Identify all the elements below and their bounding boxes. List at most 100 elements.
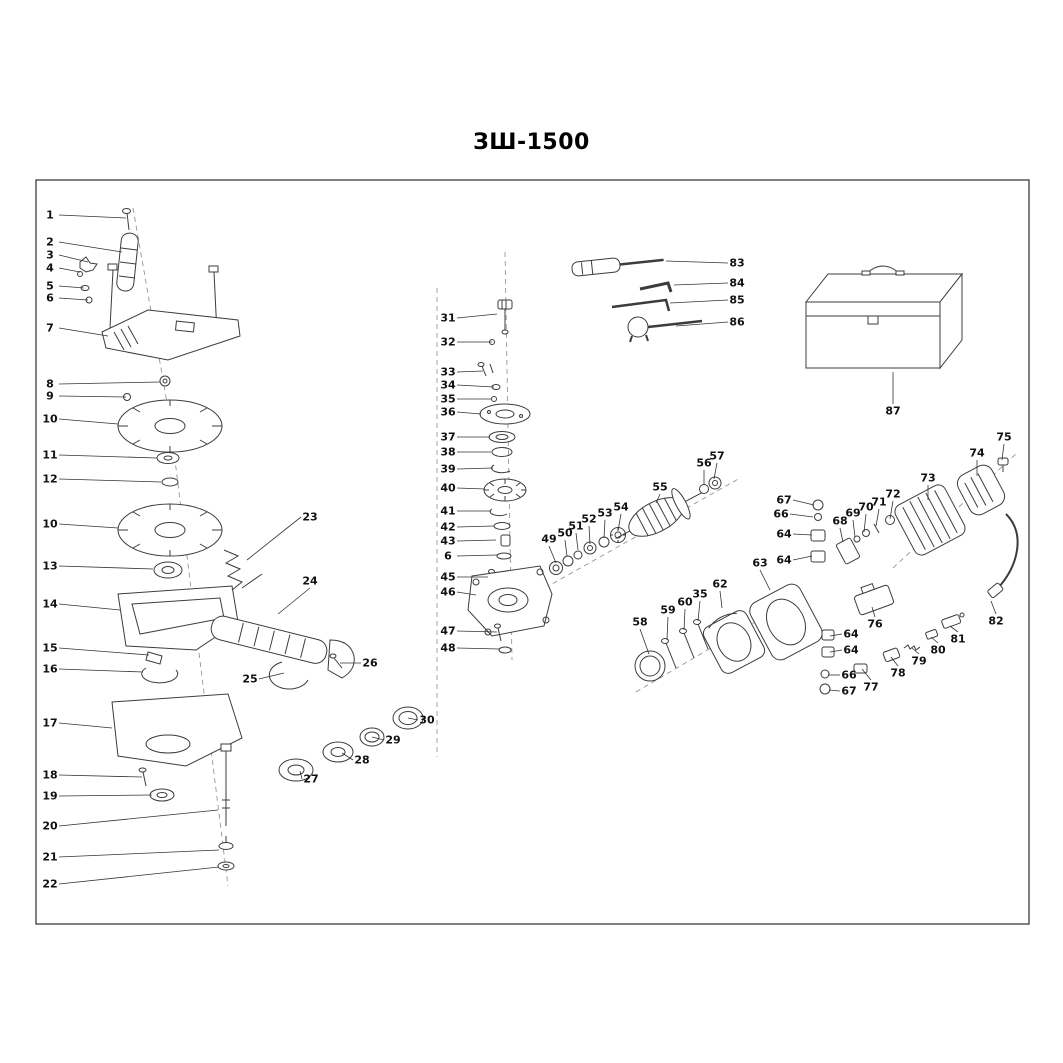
- part-callout: 84: [673, 277, 745, 290]
- part-callout: 34: [440, 379, 495, 392]
- part-number: 69: [845, 507, 860, 520]
- part-callout: 63: [752, 557, 771, 591]
- part-callout: 41: [440, 505, 491, 518]
- part-callout: 15: [42, 642, 150, 656]
- leader-line: [548, 545, 557, 564]
- part-callout: 25: [242, 672, 285, 686]
- part-number: 60: [677, 596, 693, 609]
- part-number: 64: [776, 554, 792, 567]
- part-callout: 56: [696, 457, 712, 485]
- part-callout: 79: [911, 647, 927, 668]
- part-callout: 81: [949, 625, 966, 646]
- part-number: 1: [46, 209, 54, 222]
- part-number: 56: [696, 457, 712, 470]
- part-number: 4: [46, 262, 54, 275]
- part-number: 10: [42, 518, 58, 531]
- part-callout: 27: [299, 770, 319, 786]
- part-number: 43: [440, 535, 455, 548]
- screw-1: [126, 212, 130, 231]
- motor-armature-assembly: [549, 476, 722, 575]
- leader-line: [911, 647, 920, 655]
- part-callout: 4: [46, 262, 81, 275]
- leader-line: [456, 630, 498, 633]
- part-callout: 64: [776, 554, 813, 567]
- part-callout: 12: [42, 473, 162, 486]
- part-number: 23: [302, 511, 317, 524]
- part-callout: 66: [828, 669, 857, 682]
- leader-line: [456, 313, 498, 319]
- plug: [987, 582, 1004, 599]
- part-number: 15: [42, 642, 57, 655]
- part-callout: 69: [845, 507, 861, 538]
- part-number: 2: [46, 236, 54, 249]
- leader-line: [829, 649, 843, 653]
- leader-line: [1001, 443, 1005, 461]
- leader-line: [669, 299, 729, 304]
- leader-line: [875, 508, 880, 527]
- part-number: 71: [871, 496, 886, 509]
- leader-line: [655, 493, 661, 504]
- part-number: 13: [42, 560, 57, 573]
- leader-line: [456, 554, 498, 557]
- side-handle: [116, 232, 139, 292]
- leader-line: [371, 736, 385, 741]
- part-number: 81: [950, 633, 965, 646]
- part-callout: 8: [46, 378, 161, 391]
- part-number: 9: [46, 390, 54, 403]
- part-callout: 48: [440, 642, 501, 655]
- part-number: 48: [440, 642, 455, 655]
- bolt-left: [109, 269, 114, 329]
- part-callout: 38: [440, 446, 491, 459]
- leader-line: [258, 672, 285, 680]
- part-number: 27: [303, 773, 318, 786]
- wing-knob: [79, 256, 98, 273]
- leader-line: [456, 370, 484, 373]
- part-callout: 62: [712, 578, 728, 609]
- part-number: 37: [440, 431, 455, 444]
- part-number: 83: [729, 257, 744, 270]
- part-number: 40: [440, 482, 456, 495]
- part-number: 74: [969, 447, 985, 460]
- part-number: 66: [773, 508, 789, 521]
- part-number: 84: [729, 277, 745, 290]
- leader-line: [58, 647, 150, 656]
- part-callout: 35: [440, 393, 492, 406]
- part-callout: 5: [46, 280, 85, 293]
- part-callout: 31: [440, 312, 498, 325]
- part-number: 29: [385, 734, 400, 747]
- part-callout: 58: [632, 616, 650, 655]
- part-number: 62: [712, 578, 727, 591]
- part-number: 82: [988, 615, 1003, 628]
- leader-line: [990, 600, 997, 615]
- part-number: 46: [440, 586, 456, 599]
- part-number: 67: [776, 494, 791, 507]
- case-handle: [865, 265, 901, 275]
- part-number: 5: [46, 280, 54, 293]
- switch: [854, 582, 894, 616]
- part-callout: 6: [46, 292, 89, 305]
- part-number: 39: [440, 463, 455, 476]
- part-number: 14: [42, 598, 58, 611]
- leader-line: [299, 770, 303, 780]
- part-number: 66: [841, 669, 857, 682]
- leader-line: [871, 606, 876, 618]
- spring: [223, 549, 263, 591]
- leader-line: [639, 628, 650, 655]
- part-number: 3: [46, 249, 54, 262]
- part-number: 16: [42, 663, 58, 676]
- leader-line: [603, 519, 606, 539]
- part-number: 52: [581, 513, 596, 526]
- part-callout: 28: [341, 752, 370, 767]
- leader-line: [58, 849, 220, 858]
- leader-line: [713, 462, 718, 480]
- part-number: 58: [632, 616, 647, 629]
- part-callout: 73: [920, 472, 936, 500]
- leader-line: [58, 254, 89, 263]
- leader-line: [456, 525, 495, 528]
- part-callout: 9: [46, 390, 127, 403]
- part-number: 12: [42, 473, 57, 486]
- armature: [615, 488, 703, 539]
- leader-line: [456, 487, 486, 490]
- leader-line: [58, 794, 153, 797]
- part-callout: 14: [42, 598, 121, 611]
